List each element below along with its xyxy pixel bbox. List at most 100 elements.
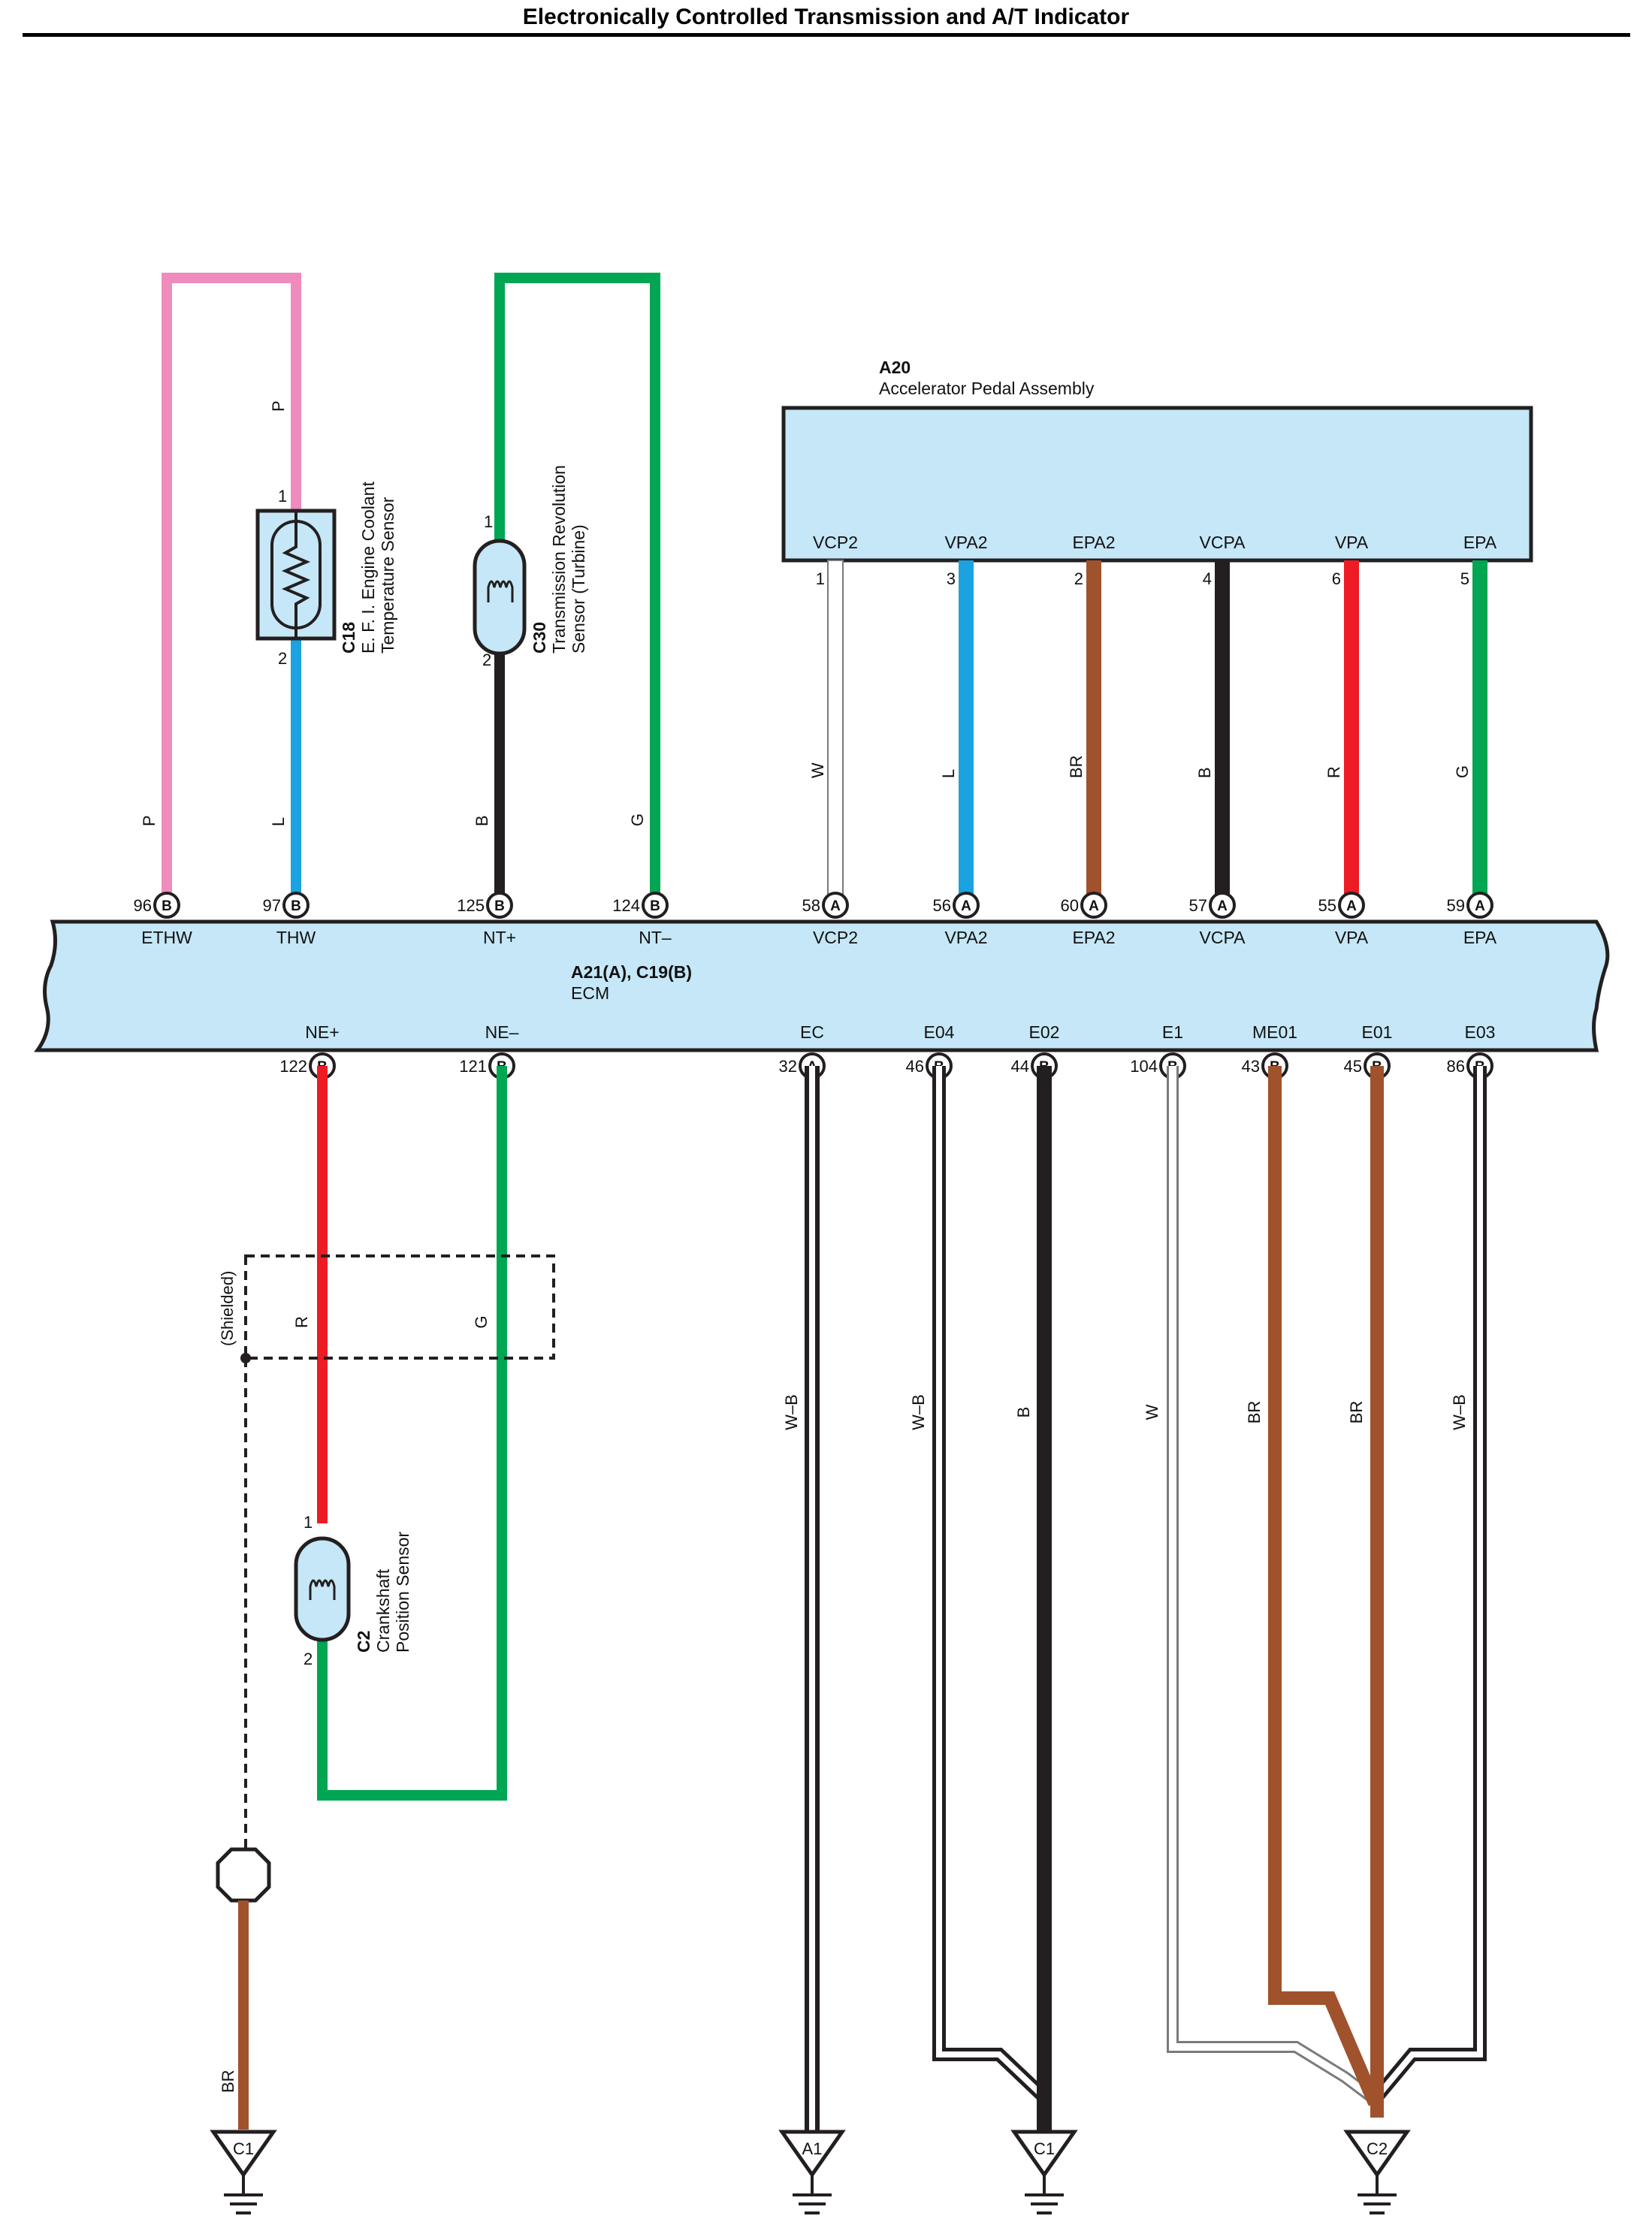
pedal-pin-name: VPA2 [944,533,987,552]
shield-connector [216,1847,271,1903]
pedal-wire-labels: W L BR B R G [808,755,1472,778]
pin-connector-letter: A [830,898,841,914]
pin-connector-circle [953,892,980,919]
wire-green-ne-minus [317,1066,507,1801]
wire-label-bottom: B [1014,1407,1033,1418]
ecm-block [34,919,1610,1052]
ecm-pin-name-bottom: NE+ [305,1022,339,1042]
ecm-pin-top-9: A 59 [1447,892,1493,919]
ecm-pin-name-bottom: E1 [1162,1022,1183,1042]
ground-symbol-a1: A1 [778,2130,846,2214]
pin-connector-letter: A [1346,898,1357,914]
pin-number: 56 [933,896,951,915]
pin-number: 44 [1011,1057,1029,1076]
ecm-pin-name-top: VPA [1335,928,1369,947]
pedal-assembly [781,406,1533,563]
pin-number: 59 [1447,896,1465,915]
pin-number: 32 [779,1057,797,1076]
wire-label-pedal-l: L [939,769,958,778]
ecm-name: ECM [571,983,609,1003]
ecm-pin-top-8: A 55 [1318,892,1365,919]
title-rule [23,33,1630,37]
pin-connector-letter: B [162,898,172,914]
ecm-pin-name-top: NT+ [483,928,516,947]
pedal-pin-number: 5 [1460,569,1469,588]
pedal-pin-name: VCPA [1200,533,1246,552]
wire-label-bottom: BR [1245,1401,1264,1424]
ecm-pin-name-bottom: E03 [1465,1022,1496,1042]
c2-name-line1: Crankshaft [373,1568,393,1653]
shield-junction [240,1353,251,1363]
shielded-label: (Shielded) [218,1271,237,1346]
pedal-pin-number: 2 [1074,569,1083,588]
ground-triangle [1010,2130,1078,2178]
c18-code: C18 [339,622,358,654]
wire-label-bottom: W [1143,1404,1161,1420]
ecm-pin-name-top: ETHW [141,928,192,947]
pin-connector-letter: A [1475,898,1485,914]
c18-pin2: 2 [278,649,287,668]
pin-number: 55 [1318,896,1336,915]
c2-label: C2 Crankshaft Position Sensor [354,1532,412,1653]
ground-label: C1 [233,2139,254,2158]
shield-box [244,1254,555,1360]
ground-label: C2 [1367,2139,1388,2158]
ecm-pin-name-bottom: E02 [1029,1022,1060,1042]
wire-label-bottom: BR [1347,1401,1366,1424]
pin-connector-letter: B [494,898,505,914]
wire-label-shield: BR [219,2069,237,2093]
pin-number: 58 [802,896,820,915]
pin-number: 45 [1344,1057,1362,1076]
wire-brown-shield [238,1900,249,2130]
pin-number: 96 [134,896,152,915]
pin-connector-circle [282,892,310,919]
c2-pin2: 2 [304,1650,313,1668]
c30-pin2: 2 [482,651,491,669]
ecm-pin-top-7: A57 [1189,892,1236,919]
pedal-pin-name: EPA [1463,533,1497,552]
pin-number: 46 [906,1057,924,1076]
pin-connector-circle [822,892,849,919]
grounds: C1 A1 C1 C2 [210,2130,1411,2214]
ground-wires [805,1066,1487,2133]
pin-number: 124 [612,896,640,915]
c2-name-line2: Position Sensor [393,1532,412,1653]
c18-name-line1: E. F. I. Engine Coolant [358,482,378,654]
pedal-wires [827,560,1487,906]
wire-label-bottom: W–B [1450,1394,1469,1430]
c30-name-line1: Transmission Revolution [549,465,569,654]
ecm-pin-top-3: B 124 [612,892,669,919]
ecm-pin-top-5: A56 [933,892,980,919]
pin-number: 121 [459,1057,487,1076]
ground-symbol-c2: C2 [1343,2130,1411,2214]
ground-label: C1 [1034,2139,1055,2158]
ecm-pin-top-4: A 58 [802,892,849,919]
ground-label: A1 [802,2139,823,2158]
pedal-pin-name: EPA2 [1072,533,1115,552]
ecm-pin-name-bottom: ME01 [1252,1022,1297,1042]
ecm-code: A21(A), C19(B) [571,962,692,982]
wire-label-top: G [628,814,647,826]
pin-number: 43 [1242,1057,1260,1076]
wire-label-top: P [140,815,159,826]
c30-sensor [473,539,527,656]
ecm-pin-top-0: B 96 [134,892,180,919]
wire-label-top: L [269,817,288,826]
pedal-pin-number: 6 [1332,569,1341,588]
wire-label-pedal-br: BR [1067,755,1086,778]
pedal-pin-name: VPA [1335,533,1369,552]
pin-connector-letter: B [650,898,660,914]
c30-label: C30 Transmission Revolution Sensor (Turb… [530,465,588,654]
ecm-pin-top-6: A60 [1061,892,1107,919]
c30-pin1: 1 [484,512,493,531]
diagram-title: Electronically Controlled Transmission a… [522,5,1130,29]
c2-code: C2 [354,1631,373,1653]
ecm-pin-name-top: EPA [1463,928,1497,947]
pin-connector-letter: B [291,898,301,914]
wire-label-top: B [473,815,491,826]
pin-connector-letter: A [1089,898,1099,914]
